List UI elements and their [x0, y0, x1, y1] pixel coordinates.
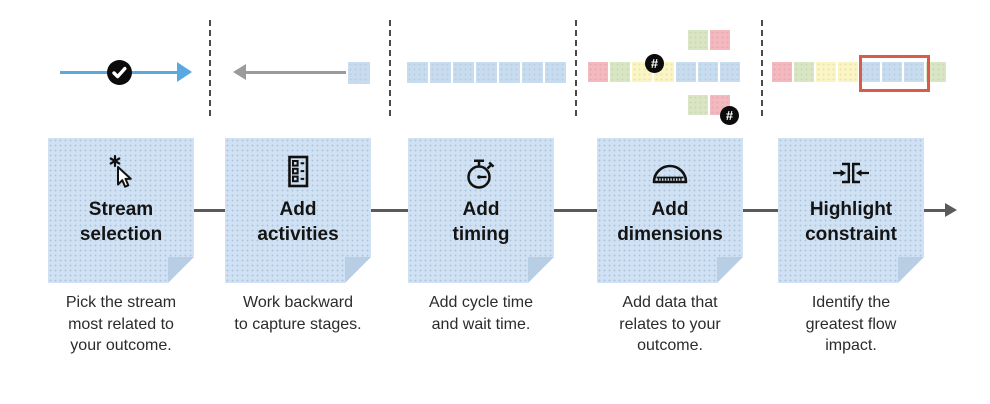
blue-square	[882, 62, 902, 82]
red-square	[588, 62, 608, 82]
folded-corner	[898, 257, 924, 283]
step-card-add-dimensions: Add dimensions	[597, 138, 743, 283]
blue-square	[430, 62, 451, 83]
step-caption: Work backward to capture stages.	[234, 294, 362, 333]
backward-arrow-line	[243, 71, 346, 74]
checklist-icon	[280, 153, 316, 193]
green-square	[688, 95, 708, 115]
divider-dashed	[761, 20, 763, 116]
blue-square	[453, 62, 474, 83]
cursor-asterisk-icon	[102, 153, 140, 193]
add-dimensions-illustration: # #	[588, 30, 748, 125]
dimension-squares-top	[688, 30, 730, 50]
green-square	[794, 62, 814, 82]
blue-square	[860, 62, 880, 82]
yellow-square	[838, 62, 858, 82]
divider-dashed	[389, 20, 391, 116]
illustration-strip: # #	[0, 0, 990, 135]
yellow-square	[816, 62, 836, 82]
step-caption: Add data that relates to your outcome.	[619, 294, 721, 355]
process-arrow-head	[945, 203, 957, 217]
green-square	[610, 62, 630, 82]
folded-corner	[168, 257, 194, 283]
blue-square	[476, 62, 497, 83]
folded-corner	[528, 257, 554, 283]
step-caption: Add cycle time and wait time.	[428, 294, 534, 333]
blue-square	[904, 62, 924, 82]
dimension-squares-middle	[588, 62, 740, 82]
stopwatch-icon	[462, 153, 500, 193]
check-badge-icon	[106, 59, 133, 86]
add-activities-illustration	[233, 62, 370, 84]
step-caption: Identify the greatest flow impact.	[805, 294, 897, 355]
step-title: Add activities	[257, 199, 339, 246]
step-card-add-activities: Add activities	[225, 138, 371, 283]
red-square	[710, 30, 730, 50]
green-square	[926, 62, 946, 82]
blue-square	[348, 62, 370, 84]
blue-square	[720, 62, 740, 82]
protractor-icon	[648, 153, 692, 193]
add-timing-illustration	[407, 62, 566, 83]
hash-badge-icon: #	[645, 54, 664, 73]
blue-square	[522, 62, 543, 83]
red-square	[772, 62, 792, 82]
blue-square	[545, 62, 566, 83]
step-title: Stream selection	[79, 199, 163, 246]
constraint-highlight-box	[859, 55, 930, 92]
folded-corner	[717, 257, 743, 283]
step-card-add-timing: Add timing	[408, 138, 554, 283]
highlight-constraint-illustration	[772, 55, 946, 92]
dimension-squares-bottom	[688, 95, 730, 115]
blue-square	[698, 62, 718, 82]
step-title: Highlight constraint	[805, 199, 897, 246]
blue-square	[499, 62, 520, 83]
divider-dashed	[575, 20, 577, 116]
step-card-stream-selection: Stream selection	[48, 138, 194, 283]
folded-corner	[345, 257, 371, 283]
constraint-arrows-icon	[830, 153, 872, 193]
step-title: Add timing	[452, 199, 510, 246]
blue-square	[676, 62, 696, 82]
step-title: Add dimensions	[617, 199, 723, 246]
backward-arrow-head	[233, 64, 246, 80]
divider-dashed	[209, 20, 211, 116]
blue-square	[407, 62, 428, 83]
step-caption: Pick the stream most related to your out…	[65, 294, 177, 355]
green-square	[688, 30, 708, 50]
stream-selection-illustration	[60, 60, 192, 86]
step-card-highlight-constraint: Highlight constraint	[778, 138, 924, 283]
constraint-squares	[772, 62, 946, 82]
hash-badge-icon: #	[720, 106, 739, 125]
flow-arrow-head	[177, 62, 192, 82]
